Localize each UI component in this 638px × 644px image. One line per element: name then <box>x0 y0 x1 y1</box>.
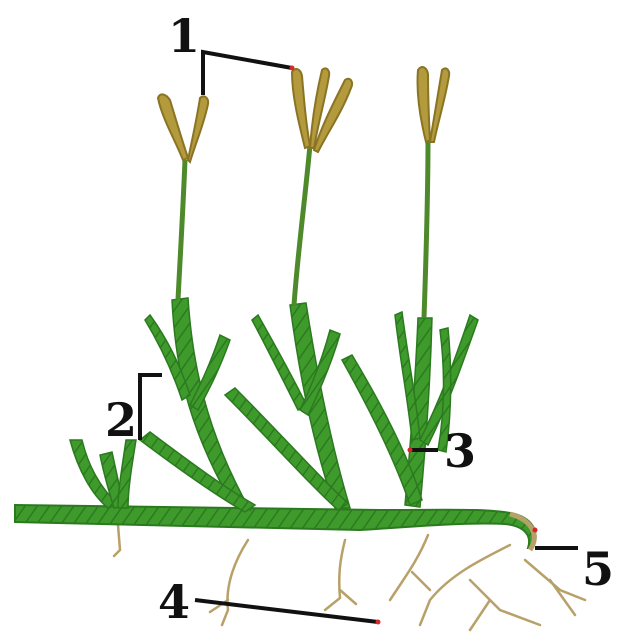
label-2: 2 <box>105 393 137 447</box>
leader-line-1 <box>203 52 292 95</box>
stalks <box>178 140 428 318</box>
label-5: 5 <box>582 542 614 596</box>
leader-lines <box>140 52 578 622</box>
label-3: 3 <box>444 424 476 478</box>
label-1: 1 <box>168 9 200 63</box>
label-4: 4 <box>158 575 190 629</box>
bracket-2 <box>140 375 162 440</box>
leader-line-4 <box>195 600 378 622</box>
rhizome <box>15 505 536 550</box>
